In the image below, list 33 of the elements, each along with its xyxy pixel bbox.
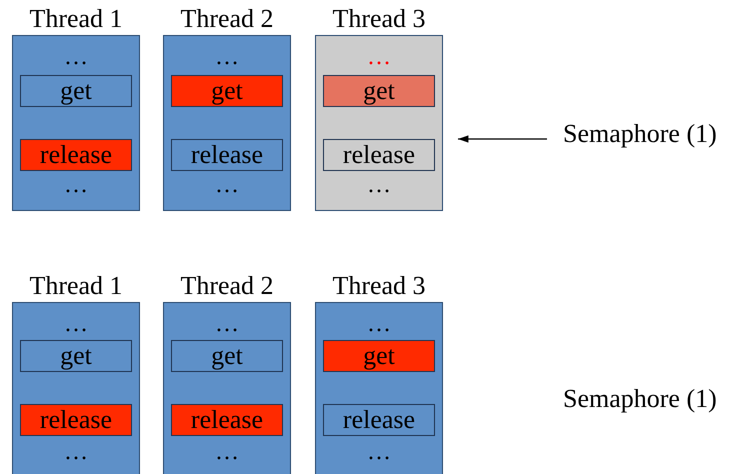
- thread-heading: Thread 2: [179, 270, 275, 302]
- thread-heading: Thread 1: [28, 3, 124, 35]
- operation-box: release: [20, 404, 132, 436]
- arrow: [458, 135, 547, 143]
- operation-box: get: [20, 75, 132, 107]
- operation-box: get: [171, 340, 283, 372]
- semaphore-label: Semaphore (1): [563, 383, 717, 415]
- ellipsis: …: [63, 442, 89, 462]
- ellipsis: …: [366, 442, 392, 462]
- thread-heading: Thread 3: [331, 3, 427, 35]
- thread-heading: Thread 3: [331, 270, 427, 302]
- semaphore-label: Semaphore (1): [563, 118, 717, 150]
- ellipsis: …: [214, 442, 240, 462]
- operation-box: release: [171, 139, 283, 171]
- ellipsis: …: [63, 175, 89, 195]
- operation-box: release: [323, 139, 435, 171]
- ellipsis: …: [63, 314, 89, 334]
- ellipsis: …: [214, 47, 240, 67]
- ellipsis: …: [63, 47, 89, 67]
- ellipsis: …: [366, 314, 392, 334]
- thread-heading: Thread 1: [28, 270, 124, 302]
- operation-box: release: [20, 139, 132, 171]
- operation-box: get: [323, 75, 435, 107]
- operation-box: release: [171, 404, 283, 436]
- operation-box: release: [323, 404, 435, 436]
- ellipsis: …: [214, 175, 240, 195]
- thread-heading: Thread 2: [179, 3, 275, 35]
- operation-box: get: [20, 340, 132, 372]
- operation-box: get: [171, 75, 283, 107]
- operation-box: get: [323, 340, 435, 372]
- ellipsis: …: [366, 47, 392, 67]
- ellipsis: …: [214, 314, 240, 334]
- ellipsis: …: [366, 175, 392, 195]
